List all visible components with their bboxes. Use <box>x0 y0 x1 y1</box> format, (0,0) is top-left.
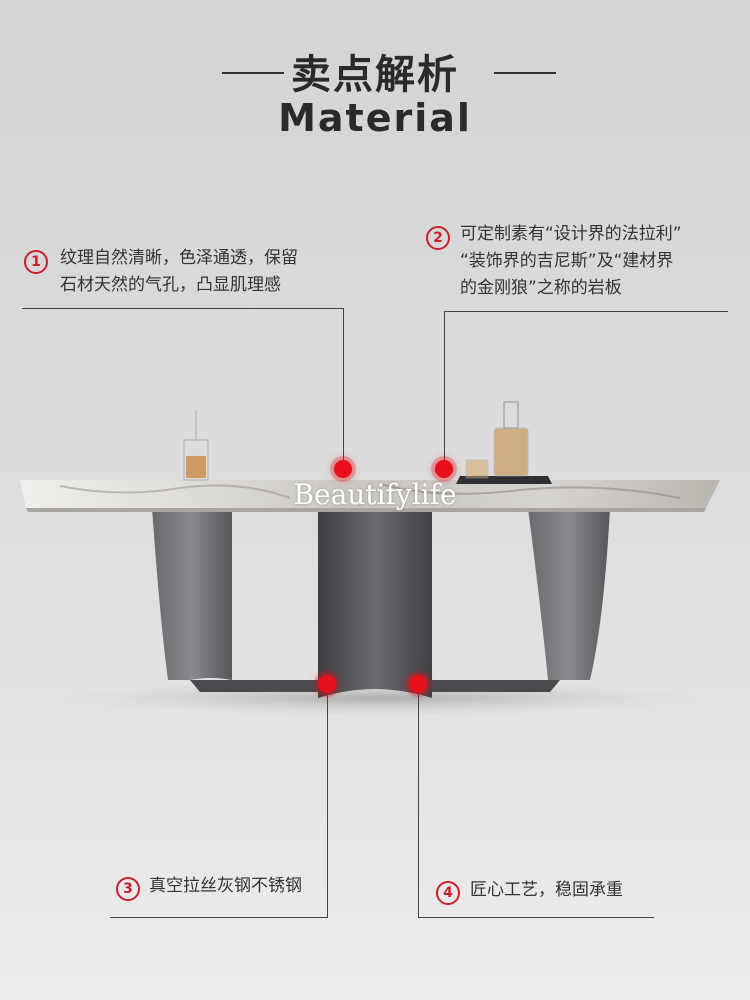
title-block: 卖点解析 <box>0 42 750 100</box>
table-illustration <box>20 401 720 716</box>
callout-2-line-2: “装饰界的吉尼斯”及“建材界 <box>460 251 674 271</box>
callout-1-leader-horizontal <box>22 308 344 309</box>
title-rule-left <box>222 72 284 74</box>
callout-4-leader-horizontal <box>418 917 654 918</box>
marker-dot-4 <box>409 675 427 693</box>
glass-icon <box>183 410 209 481</box>
callout-2-line-3: 的金刚狼”之称的岩板 <box>460 278 622 298</box>
callout-1-line-1: 纹理自然清晰，色泽通透，保留 <box>60 248 298 268</box>
callout-2-leader-horizontal <box>444 311 728 312</box>
page-subtitle: Material <box>278 96 472 140</box>
marker-dot-1 <box>334 460 352 478</box>
callout-2-leader-vertical <box>444 311 445 469</box>
callout-4-line-1: 匠心工艺，稳固承重 <box>470 880 623 900</box>
callout-3-leader-vertical <box>327 684 328 918</box>
callout-3-line-1: 真空拉丝灰钢不锈钢 <box>149 876 302 896</box>
callout-4-text: 匠心工艺，稳固承重 <box>470 877 623 904</box>
watermark-text: Beautifylife <box>293 478 457 511</box>
callout-3-text: 真空拉丝灰钢不锈钢 <box>149 873 302 900</box>
marker-dot-3 <box>318 675 336 693</box>
callout-2-line-1: 可定制素有“设计界的法拉利” <box>460 224 682 244</box>
marker-dot-2 <box>435 460 453 478</box>
callout-number-2: 2 <box>426 226 450 250</box>
title-rule-right <box>494 72 556 74</box>
callout-number-4: 4 <box>436 881 460 905</box>
callout-1-text: 纹理自然清晰，色泽通透，保留 石材天然的气孔，凸显肌理感 <box>60 245 298 299</box>
page-title: 卖点解析 <box>291 52 459 98</box>
callout-number-1: 1 <box>24 250 48 274</box>
callout-2-text: 可定制素有“设计界的法拉利” “装饰界的吉尼斯”及“建材界 的金刚狼”之称的岩板 <box>460 221 682 302</box>
decanter-icon <box>465 401 529 479</box>
callout-4-leader-vertical <box>418 684 419 918</box>
callout-1-leader-vertical <box>343 308 344 468</box>
callout-1-line-2: 石材天然的气孔，凸显肌理感 <box>60 275 281 295</box>
callout-number-3: 3 <box>116 877 140 901</box>
callout-3-leader-horizontal <box>110 917 328 918</box>
